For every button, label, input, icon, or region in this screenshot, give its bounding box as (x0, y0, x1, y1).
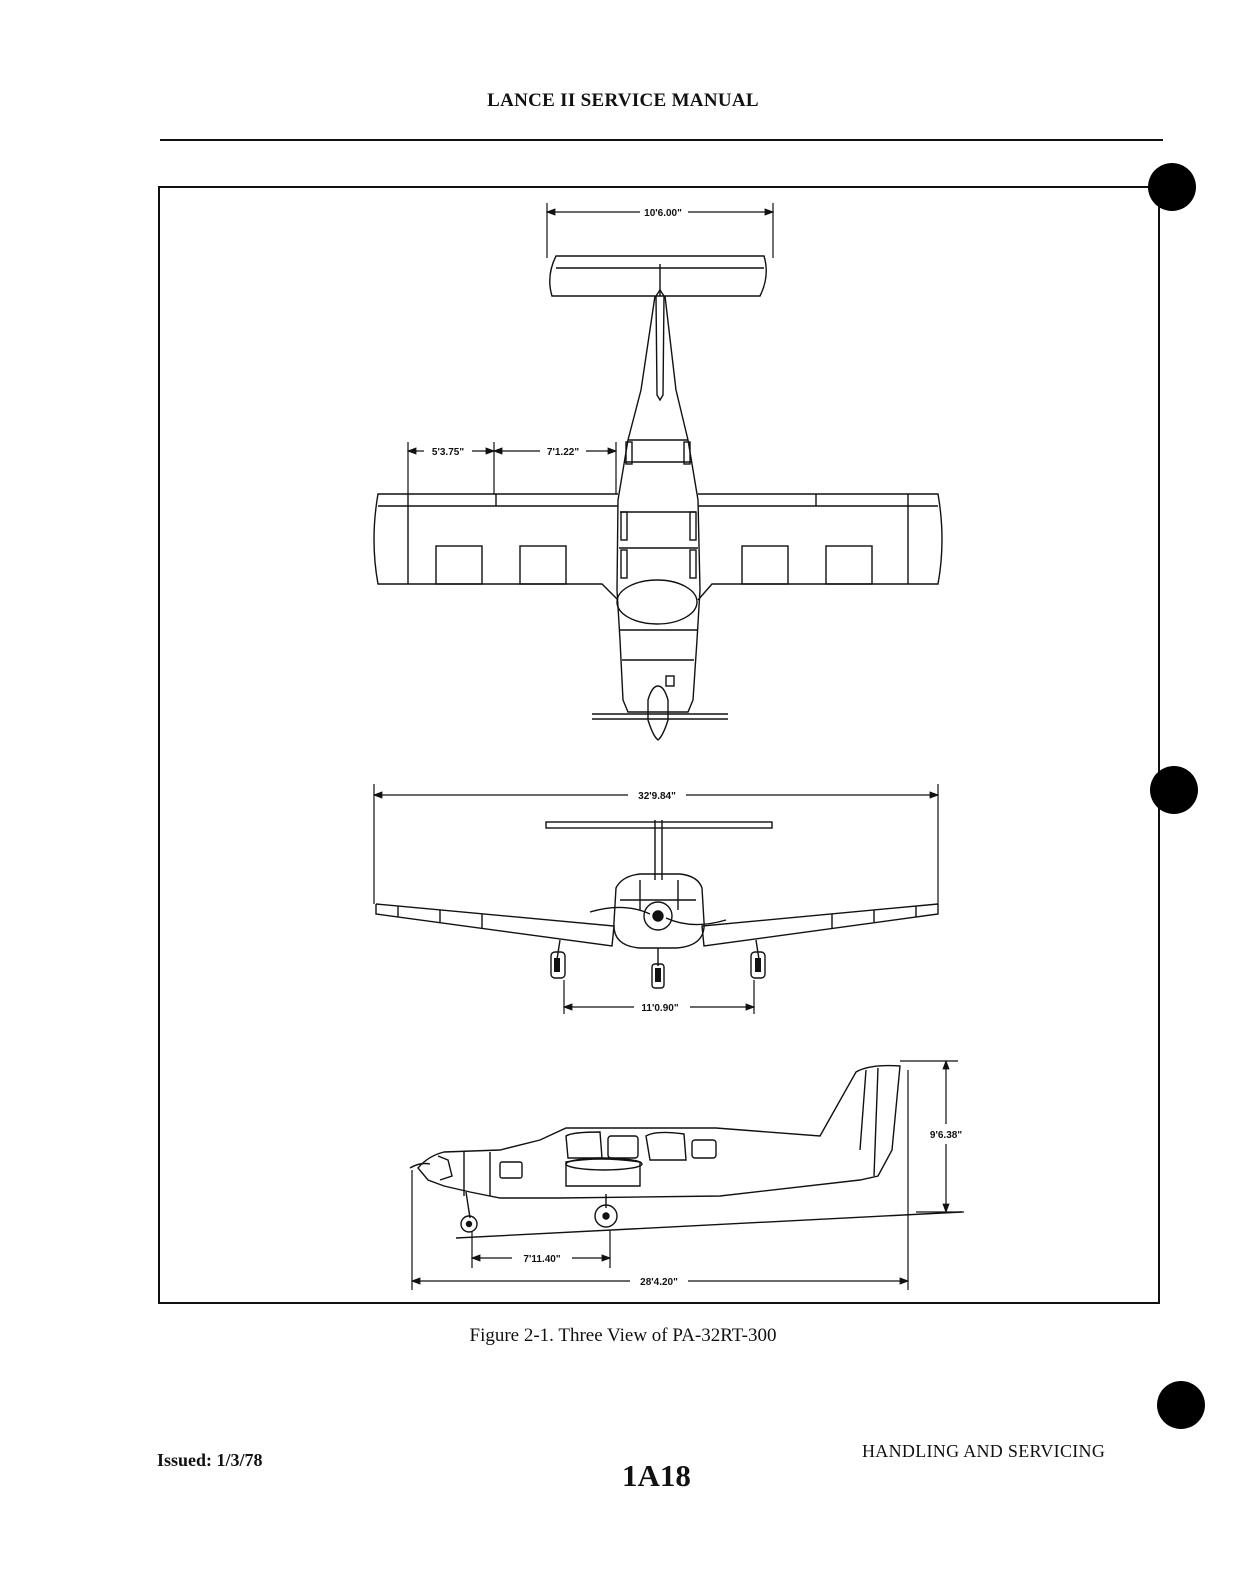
front-view (376, 820, 938, 988)
wing-inboard-section-label: 7'1.22" (547, 447, 579, 458)
height-label: 9'6.38" (930, 1130, 962, 1141)
wing-tip-section-label: 5'3.75" (432, 447, 464, 458)
section-title: HANDLING AND SERVICING (862, 1441, 1105, 1462)
dim-wingspan (374, 784, 938, 904)
stabilizer-span-label: 10'6.00" (644, 208, 682, 219)
wheel-track-label: 11'0.90" (641, 1003, 678, 1014)
figure-caption: Figure 2-1. Three View of PA-32RT-300 (0, 1325, 1246, 1347)
dim-length (412, 1070, 908, 1290)
wingspan-label: 32'9.84" (638, 791, 676, 802)
top-view (374, 256, 942, 740)
wheelbase-label: 7'11.40" (523, 1254, 560, 1265)
length-label: 28'4.20" (640, 1277, 678, 1288)
side-view (410, 1066, 962, 1238)
issued-date: Issued: 1/3/78 (157, 1450, 263, 1471)
page-number: 1A18 (622, 1458, 691, 1494)
